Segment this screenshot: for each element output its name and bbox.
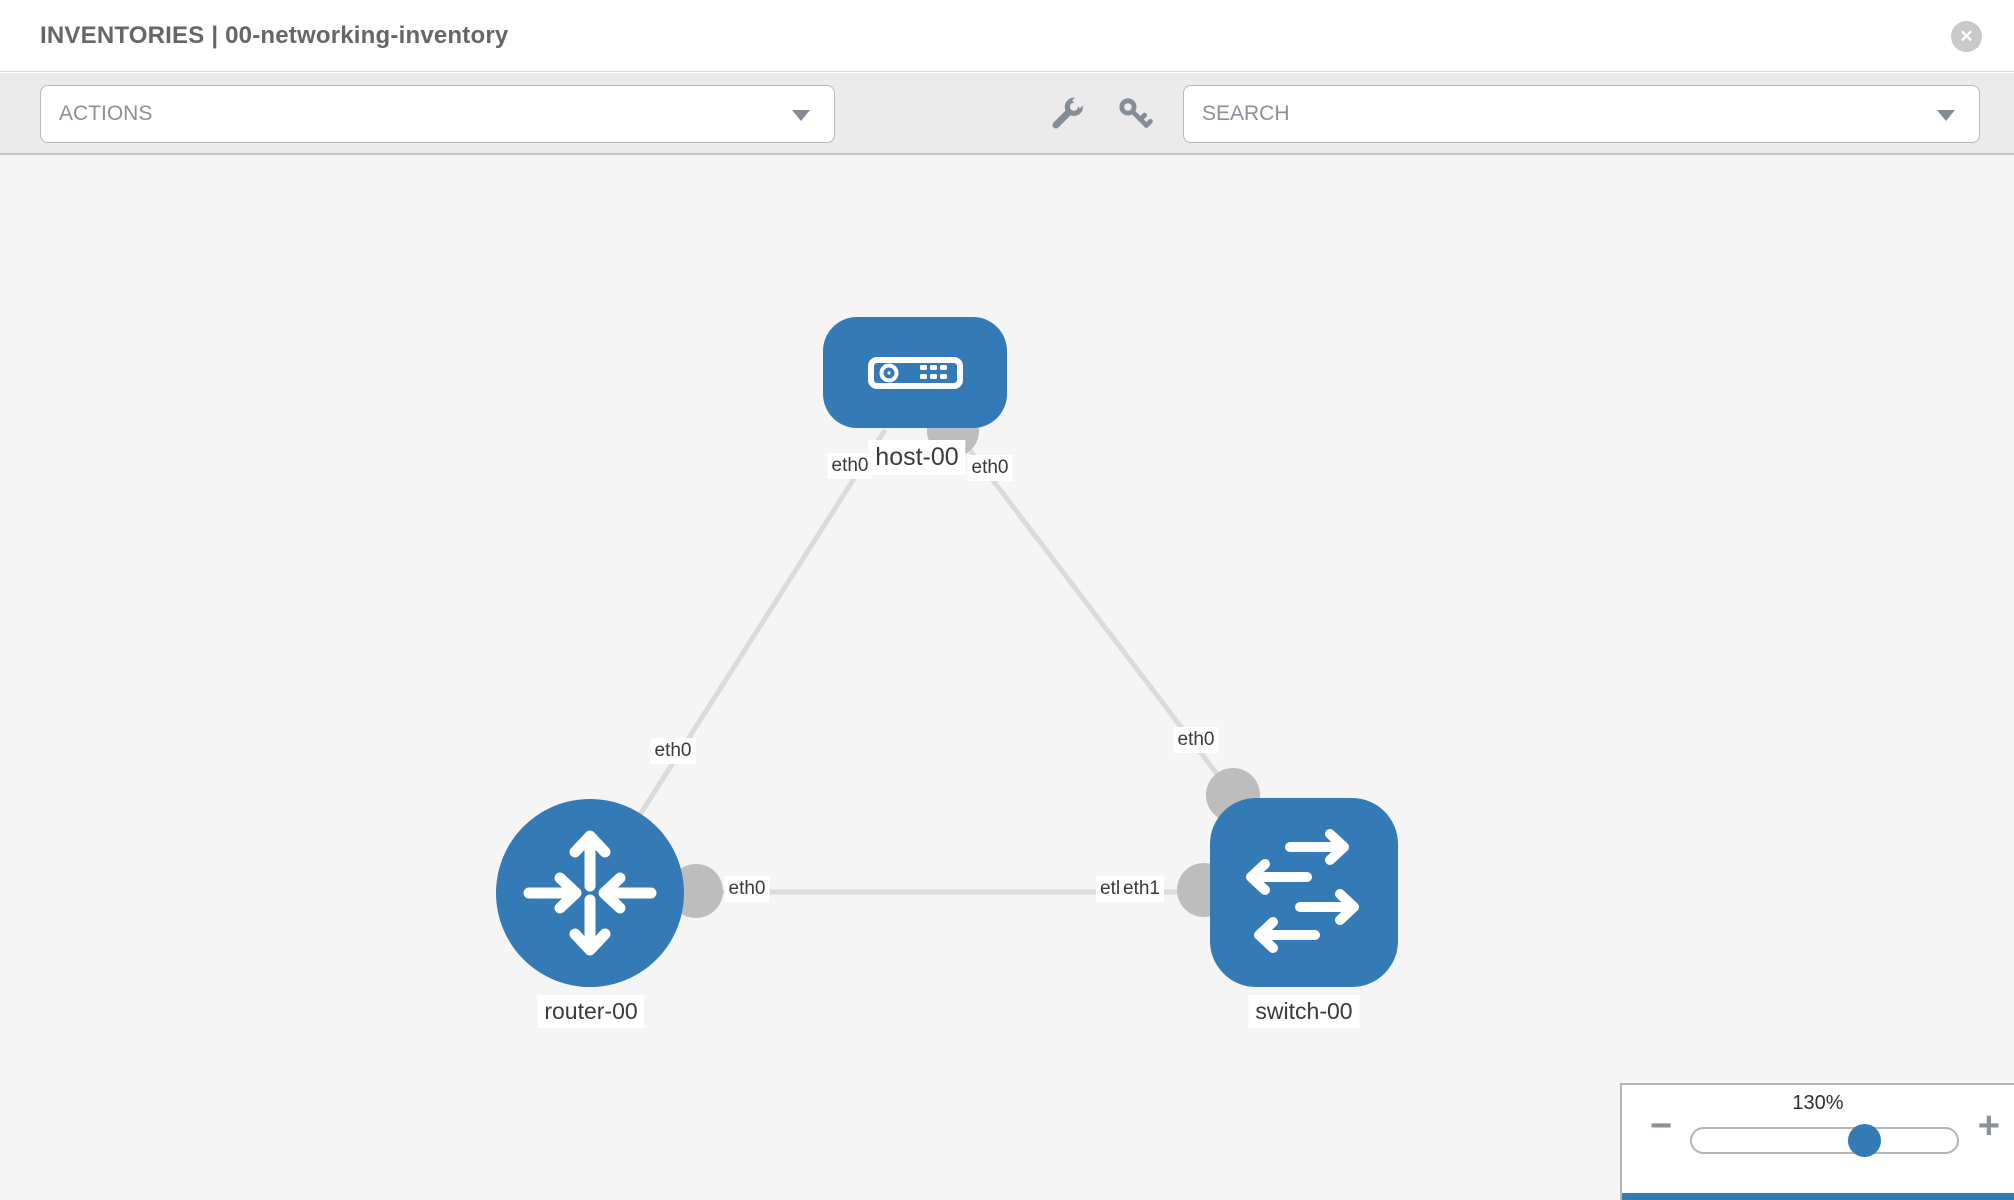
zoom-control-panel: 130% − +: [1620, 1083, 2014, 1200]
minus-icon: −: [1650, 1105, 1673, 1147]
key-button[interactable]: [1117, 96, 1153, 132]
node-label-router: router-00: [537, 995, 645, 1028]
node-label-host: host-00: [868, 440, 966, 475]
interface-label-switch-uplink: eth0: [1173, 727, 1219, 753]
wrench-icon: [1052, 95, 1086, 129]
interface-label-host-left: eth0: [827, 453, 873, 479]
router-icon: [523, 830, 657, 956]
actions-dropdown-label: ACTIONS: [59, 102, 153, 125]
header: INVENTORIES | 00-networking-inventory ✕: [0, 0, 2014, 72]
topology-graph: [496, 317, 1398, 987]
interface-label-router-eth0: eth0: [724, 876, 770, 902]
close-button[interactable]: ✕: [1951, 21, 1982, 52]
chevron-down-icon: [1937, 110, 1955, 121]
interface-label-router-uplink: eth0: [650, 738, 696, 764]
plus-icon: +: [1977, 1105, 2000, 1147]
search-dropdown[interactable]: SEARCH: [1183, 85, 1980, 143]
interface-dots: [669, 405, 1260, 918]
topology-canvas[interactable]: host-00 router-00 switch-00 eth0 eth0 et…: [0, 155, 2014, 1200]
toolbar: ACTIONS SEARCH: [0, 73, 2014, 155]
node-label-switch: switch-00: [1248, 995, 1360, 1028]
interface-label-switch-eth1: eth1: [1119, 876, 1164, 902]
key-icon: [1119, 98, 1153, 128]
node-host-00[interactable]: [823, 317, 1007, 428]
node-router-00[interactable]: [496, 799, 684, 987]
zoom-slider-handle[interactable]: [1848, 1124, 1881, 1157]
switch-icon: [1246, 829, 1359, 953]
node-switch-00[interactable]: [1210, 798, 1398, 987]
interface-label-host-right: eth0: [967, 455, 1013, 481]
search-placeholder: SEARCH: [1202, 102, 1290, 125]
zoom-level-value: 130%: [1792, 1092, 1844, 1114]
chevron-down-icon: [792, 110, 810, 121]
links: [587, 426, 1304, 895]
zoom-slider-track[interactable]: [1690, 1127, 1959, 1154]
zoom-in-button[interactable]: +: [1978, 1107, 2000, 1145]
host-icon: [868, 357, 963, 389]
zoom-panel-accent-bar: [1622, 1193, 2014, 1200]
wrench-button[interactable]: [1049, 95, 1086, 132]
actions-dropdown[interactable]: ACTIONS: [40, 85, 835, 143]
page-title: INVENTORIES | 00-networking-inventory: [40, 22, 509, 49]
zoom-out-button[interactable]: −: [1650, 1107, 1672, 1145]
close-icon: ✕: [1959, 27, 1974, 46]
